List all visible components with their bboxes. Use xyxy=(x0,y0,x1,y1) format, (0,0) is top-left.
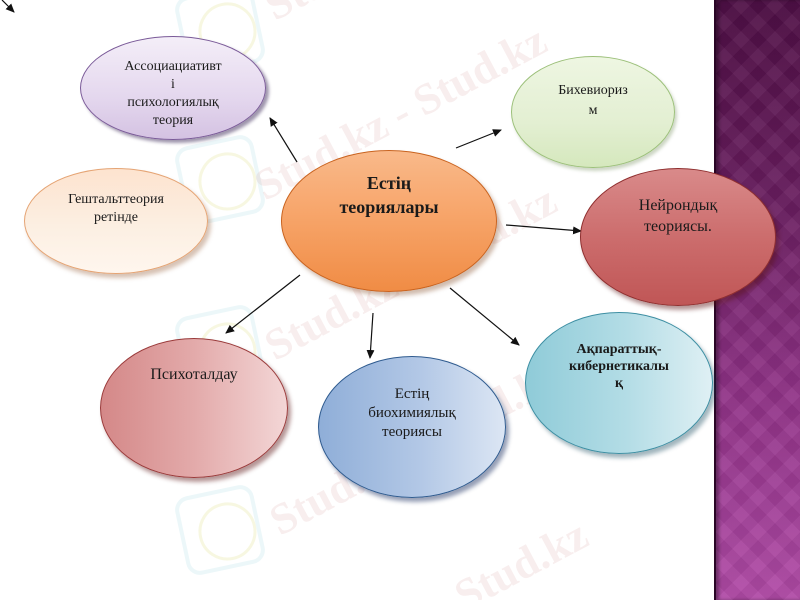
arrow-to-assoc xyxy=(269,117,298,163)
arrow-corner xyxy=(1,0,15,13)
arrow-to-behav xyxy=(455,129,502,149)
watermark-text: Stud.kz xyxy=(446,509,596,600)
watermark-text: Stud.kz xyxy=(256,0,406,31)
arrow-to-info xyxy=(449,287,520,346)
node-gestalt-theory[interactable]: Гештальттеория ретінде xyxy=(24,168,208,274)
arrow-to-bio xyxy=(366,312,375,359)
node-label: Ақпараттық- кибернетикалы қ xyxy=(569,342,669,391)
node-neural-theory[interactable]: Нейрондық теориясы. xyxy=(580,168,776,306)
node-biochemical-theory[interactable]: Естің биохимиялық теориясы xyxy=(318,356,506,498)
node-label: Гештальттеория ретінде xyxy=(68,192,164,225)
center-node-memory-theories[interactable]: Естің теориялары xyxy=(281,150,497,292)
arrow-to-psycho xyxy=(225,274,301,334)
node-behaviorism[interactable]: Бихевиориз м xyxy=(511,56,675,168)
node-label: Ассоциациативт і психологиялық теория xyxy=(124,59,222,128)
node-label: Естің биохимиялық теориясы xyxy=(368,386,456,440)
node-associative-psychological-theory[interactable]: Ассоциациативт і психологиялық теория xyxy=(80,36,266,140)
decorative-side-band xyxy=(714,0,800,600)
node-label: Нейрондық теориясы. xyxy=(638,197,718,235)
center-node-label: Естің теориялары xyxy=(339,173,439,217)
node-label: Бихевиориз м xyxy=(558,83,628,118)
node-psychoanalysis[interactable]: Психоталдау xyxy=(100,338,288,478)
watermark-logo-icon xyxy=(172,482,268,578)
arrow-to-neuro xyxy=(505,224,582,235)
node-label: Психоталдау xyxy=(150,366,238,383)
node-information-cybernetic[interactable]: Ақпараттық- кибернетикалы қ xyxy=(525,312,713,454)
